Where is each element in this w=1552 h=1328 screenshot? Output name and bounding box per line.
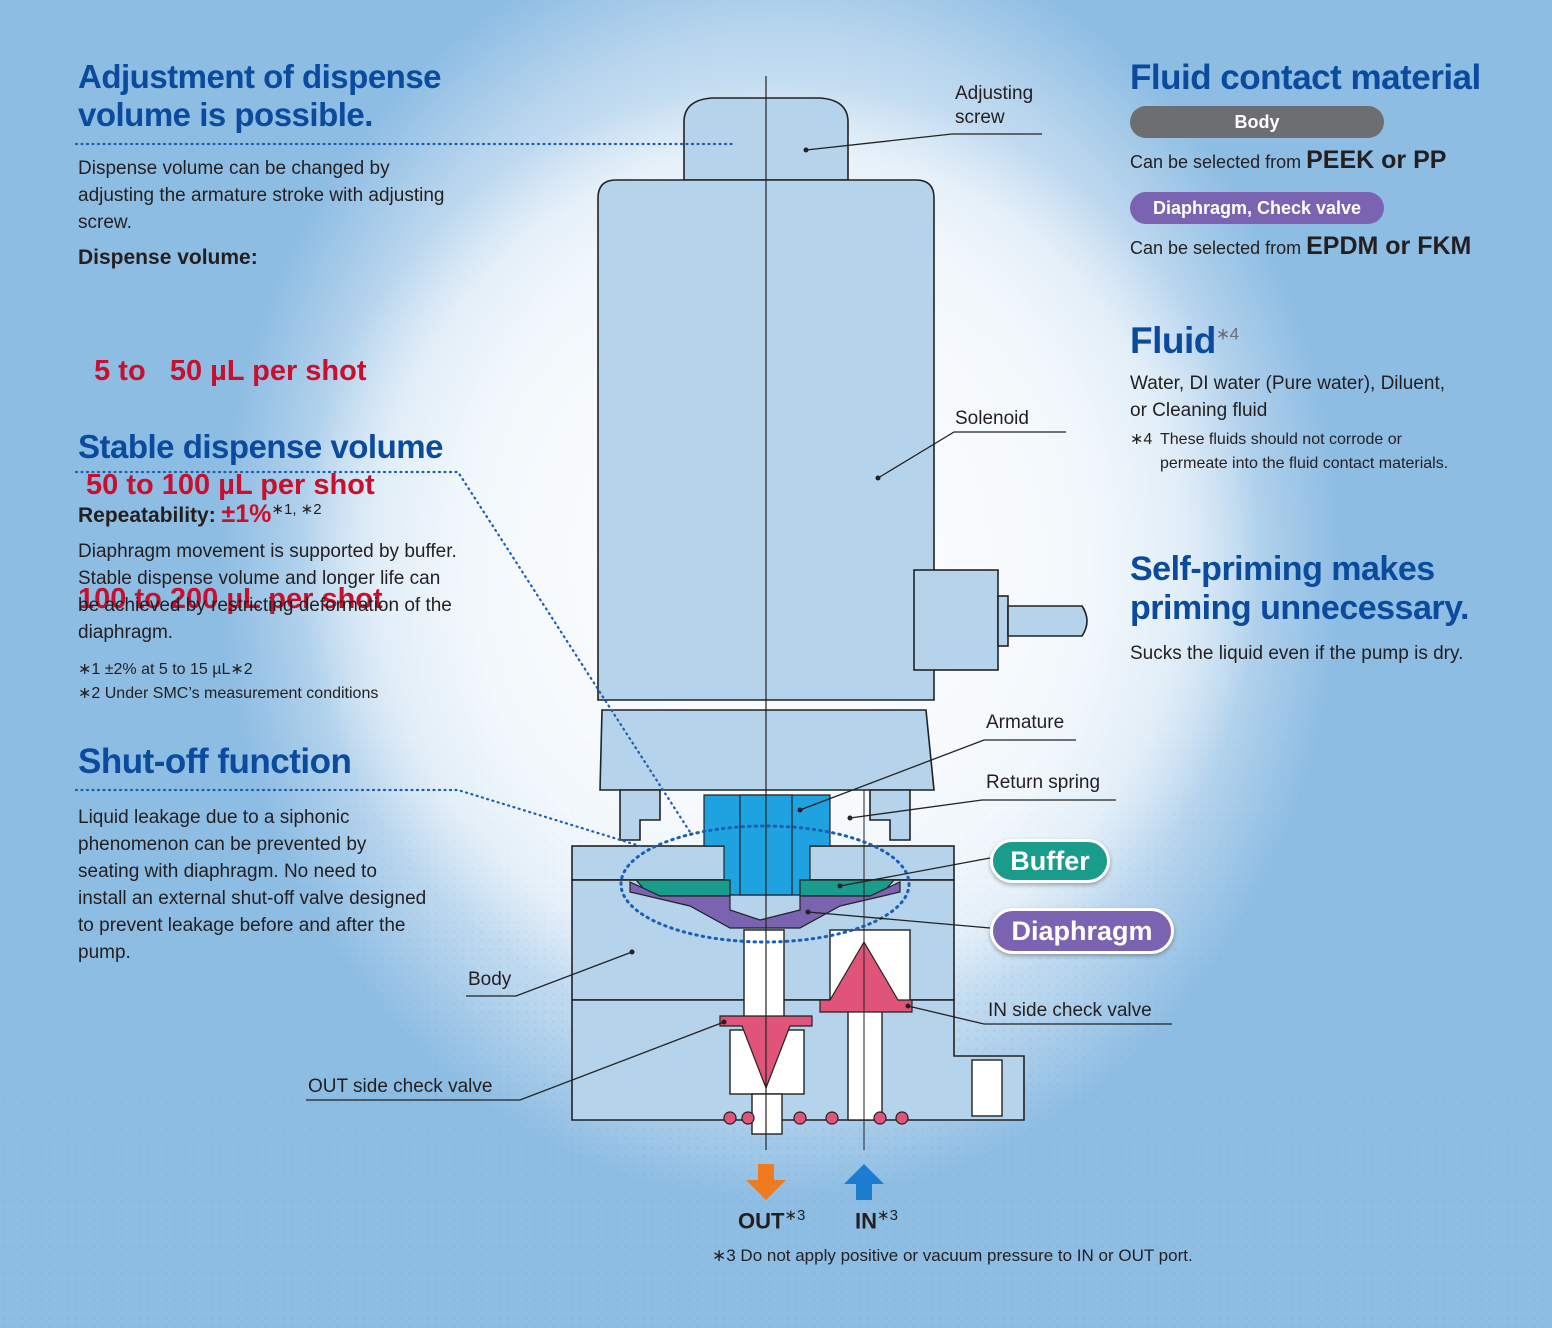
label-solenoid: Solenoid [955, 408, 1029, 429]
self-priming-description: Sucks the liquid even if the pump is dry… [1130, 643, 1464, 664]
fluid-footnote-mark: ∗4 [1130, 431, 1153, 448]
leader-out-check [306, 1021, 725, 1101]
diaphragm-material-value: EPDM or FKM [1306, 232, 1472, 260]
leader-armature [799, 739, 1076, 811]
out-arrow-icon [746, 1164, 786, 1200]
label-diaphragm: Diaphragm [990, 908, 1174, 954]
label-out-check-valve: OUT side check valve [308, 1076, 493, 1097]
o-ring [895, 1111, 909, 1125]
label-buffer: Buffer [990, 839, 1110, 883]
repeatability-value: ±1% [221, 500, 272, 528]
footnote-3: ∗3 Do not apply positive or vacuum press… [712, 1246, 1193, 1265]
leader-return-spring [849, 799, 1116, 819]
highlight-ellipse [619, 824, 911, 944]
label-in-check-valve: IN side check valve [988, 1000, 1152, 1021]
nut-leg-right [869, 789, 911, 841]
leader-solenoid [877, 431, 1066, 479]
connector-ring [997, 595, 1009, 647]
body-material: Can be selected from PEEK or PP [1130, 146, 1447, 174]
leader-in-check [907, 1005, 1172, 1025]
adjust-description: Dispense volume can be changed by adjust… [78, 158, 445, 233]
leader-body [466, 951, 633, 997]
footnote-1: ∗1 ±2% at 5 to 15 µL∗2 [78, 661, 253, 678]
diaphragm-pill: Diaphragm, Check valve [1130, 192, 1384, 224]
fluid-footnote-text: These fluids should not corrode or perme… [1160, 431, 1449, 472]
fluid-note: ∗4 [1215, 324, 1239, 344]
o-ring [873, 1111, 887, 1125]
volume-row: 50 to 100 µL per shot [78, 469, 375, 501]
in-port-channel [847, 1009, 883, 1121]
dispense-volume-list: 5 to 50 µL per shot 50 to 100 µL per sho… [78, 276, 383, 656]
connector-box [913, 569, 999, 671]
diaphragm-material: Can be selected from EPDM or FKM [1130, 232, 1472, 260]
repeatability: Repeatability: ±1%∗1, ∗2 [78, 500, 322, 529]
body-material-value: PEEK or PP [1306, 146, 1447, 174]
dispense-volume-label: Dispense volume: [78, 246, 258, 269]
fluid-description: Water, DI water (Pure water), Diluent, o… [1130, 373, 1446, 421]
repeatability-label: Repeatability: [78, 504, 222, 527]
leader-adjusting-screw [805, 133, 1042, 151]
fluid-title: Fluid∗4 [1130, 320, 1239, 361]
o-ring [793, 1111, 807, 1125]
side-window [971, 1059, 1003, 1117]
stable-connector [74, 470, 692, 834]
o-ring [825, 1111, 839, 1125]
diaphragm-part [629, 881, 901, 929]
stable-description: Diaphragm movement is supported by buffe… [78, 541, 457, 643]
leader-diaphragm [807, 911, 991, 929]
out-port-channel [751, 1093, 783, 1135]
volume-row: 100 to 200 µL per shot [78, 583, 383, 615]
body-pill: Body [1130, 106, 1384, 138]
material-title: Fluid contact material [1130, 58, 1481, 97]
label-body: Body [468, 969, 512, 990]
in-arrow-icon [844, 1164, 884, 1200]
volume-row: 5 to 50 µL per shot [78, 355, 367, 387]
in-check-valve [819, 940, 913, 1013]
shutoff-connector [74, 788, 642, 848]
footnote-2: ∗2 Under SMC’s measurement conditions [78, 685, 379, 702]
o-ring [741, 1111, 755, 1125]
o-ring [723, 1111, 737, 1125]
leader-buffer [839, 857, 991, 887]
stable-title: Stable dispense volume [78, 428, 443, 465]
label-return-spring: Return spring [986, 772, 1101, 793]
shutoff-title: Shut-off function [78, 742, 352, 781]
repeatability-note: ∗1, ∗2 [271, 501, 322, 518]
out-channel [743, 929, 785, 1021]
cable [1007, 605, 1088, 637]
out-port-label: OUT∗3 [738, 1207, 806, 1234]
fluid-footnote: ∗4 These fluids should not corrode or pe… [1130, 428, 1470, 476]
hex-nut [599, 709, 935, 791]
in-port-label: IN∗3 [855, 1207, 898, 1234]
label-armature: Armature [986, 712, 1065, 733]
shutoff-description: Liquid leakage due to a siphonic phenome… [78, 807, 427, 963]
